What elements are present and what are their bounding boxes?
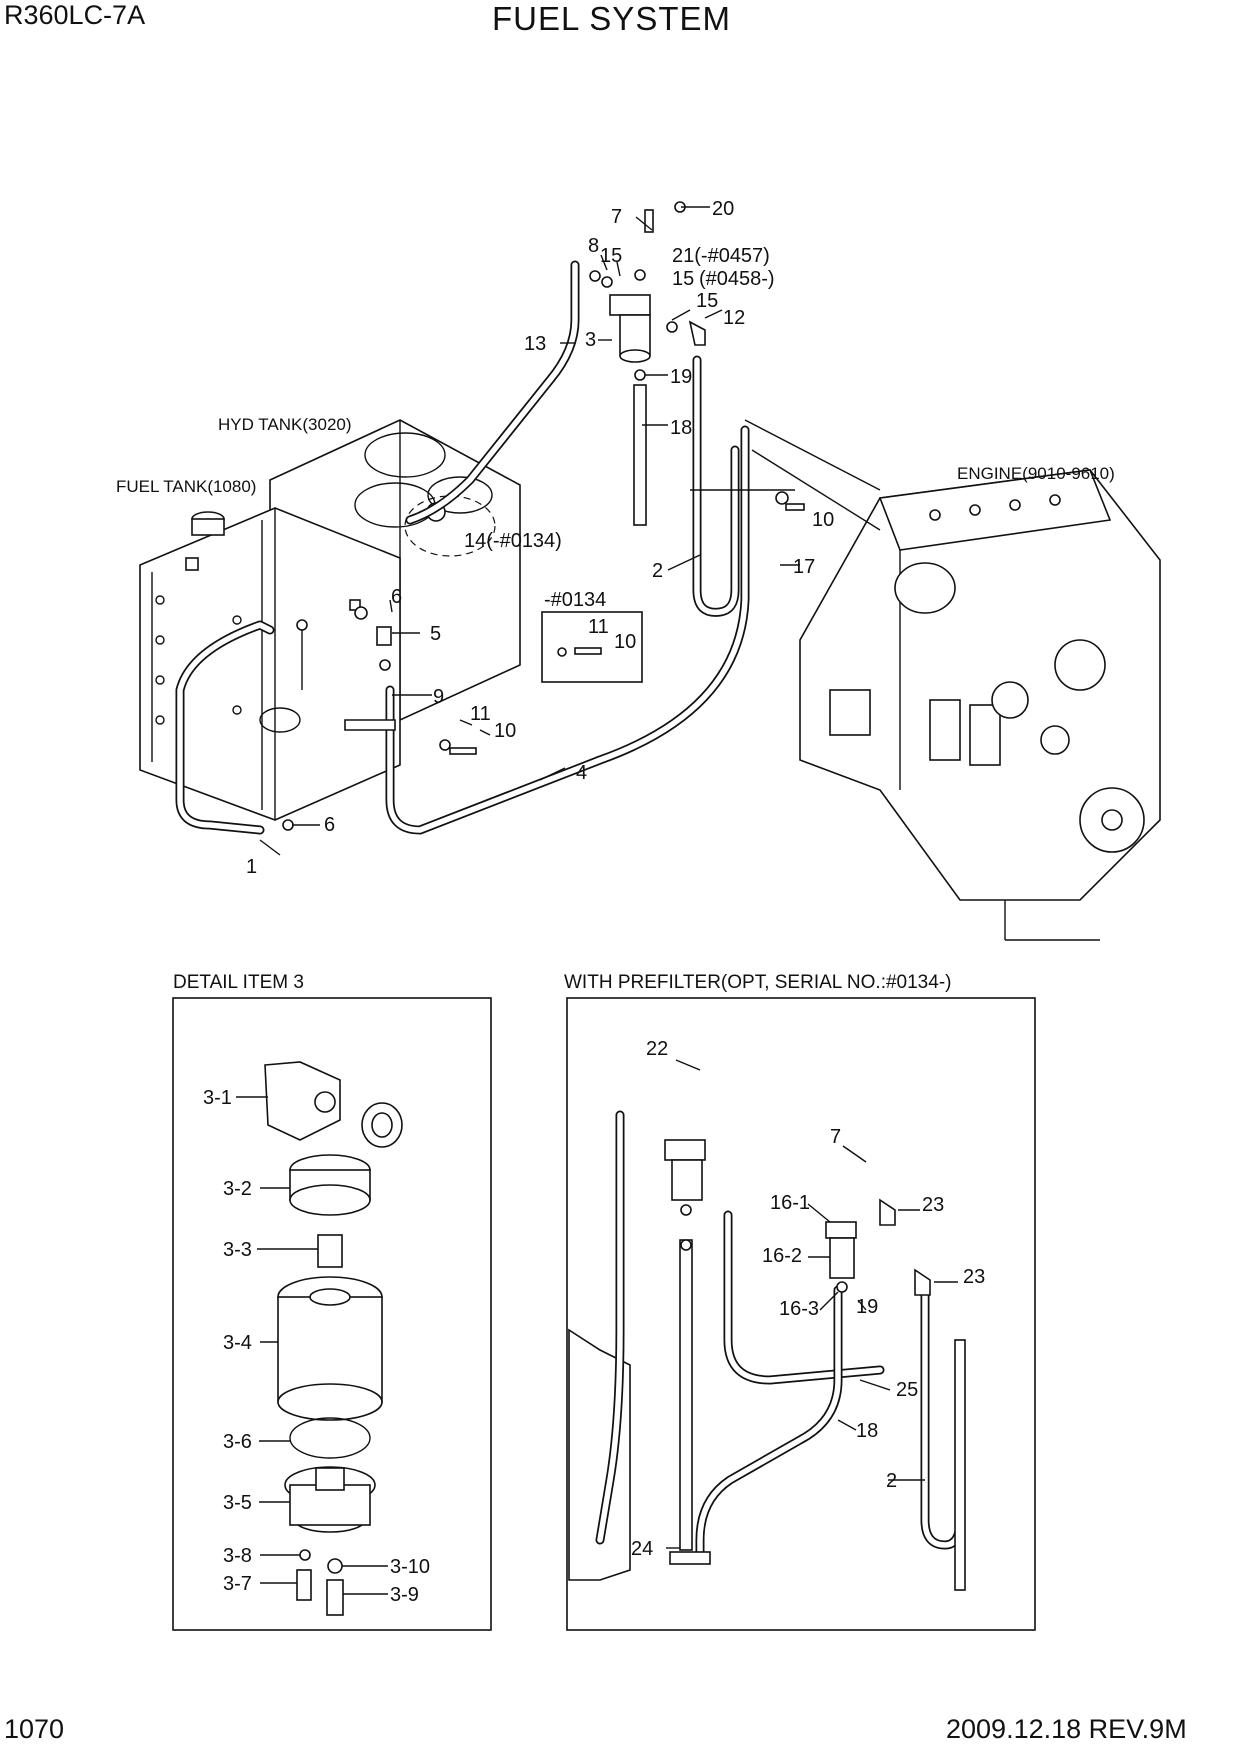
callout-1: 1: [246, 856, 257, 878]
hyd-tank-label: HYD TANK(3020): [218, 415, 352, 434]
callout-3-2: 3-2: [223, 1178, 252, 1200]
callout-24: 24: [631, 1538, 653, 1560]
callout-20: 20: [712, 198, 734, 220]
callout-11: 11: [470, 703, 491, 725]
callout-3-7: 3-7: [223, 1573, 252, 1595]
callout-3-3: 3-3: [223, 1239, 252, 1261]
callout-9: 9: [433, 686, 444, 708]
callout-21: 21(-#0457): [672, 245, 770, 267]
callout-4: 4: [576, 762, 587, 784]
callout-18: 18: [856, 1420, 878, 1442]
callout-6: 6: [324, 814, 335, 836]
callout-15: 15: [672, 268, 694, 290]
engine-label: ENGINE(9010-9610): [957, 464, 1115, 483]
model-number: R360LC-7A: [4, 0, 146, 30]
detail-item3-view: DETAIL ITEM 3: [172, 972, 492, 1631]
callout-3-6: 3-6: [223, 1431, 252, 1453]
leader-lines: [259, 206, 800, 856]
fuel-tank: [139, 507, 401, 821]
callout-10: 10: [614, 631, 636, 653]
callout-3: 3: [585, 329, 596, 351]
callout-23: 23: [922, 1194, 944, 1216]
callout-3-5: 3-5: [223, 1492, 252, 1514]
callout-2: 2: [886, 1470, 897, 1492]
callout-25: 25: [896, 1379, 918, 1401]
prefilter-view: WITH PREFILTER(OPT, SERIAL NO.:#0134-): [564, 972, 1036, 1631]
callout-6: 6: [391, 586, 402, 608]
callout-16-3: 16-3: [779, 1298, 819, 1320]
prefilter-caption: WITH PREFILTER(OPT, SERIAL NO.:#0134-): [564, 972, 951, 993]
callout-3-9: 3-9: [390, 1584, 419, 1606]
detail-circle-14: [404, 495, 496, 557]
fuel-tank-label: FUEL TANK(1080): [116, 477, 256, 496]
callout-2: 2: [652, 560, 663, 582]
callout-15: 15: [696, 290, 718, 312]
callout-7: 7: [830, 1126, 841, 1148]
fuel-filter-item3: [589, 201, 706, 381]
main-exploded-view: HYD TANK(3020) FUEL TANK(1080) ENGINE(90…: [116, 198, 1161, 941]
callout-14: 14(-#0134): [464, 530, 562, 552]
callout-12: 12: [723, 307, 745, 329]
engine: [799, 469, 1161, 941]
callout-3-10: 3-10: [390, 1556, 430, 1578]
detail-item3-frame: [172, 997, 492, 1631]
callout-10: 10: [812, 509, 834, 531]
callout-3-8: 3-8: [223, 1545, 252, 1567]
callout-16-2: 16-2: [762, 1245, 802, 1267]
callout-13: 13: [524, 333, 546, 355]
prefilter-frame: [566, 997, 1036, 1631]
page-title: FUEL SYSTEM: [492, 0, 731, 37]
prefilter-leaders: [666, 1059, 958, 1549]
callout-17: 17: [793, 556, 815, 578]
callout-0134-note: -#0134: [544, 589, 606, 611]
callout-16-1: 16-1: [770, 1192, 810, 1214]
callout-7: 7: [611, 206, 622, 228]
fuel-pipes: [175, 260, 881, 835]
callout-10: 10: [494, 720, 516, 742]
callout-19: 19: [856, 1296, 878, 1318]
callout-3-1: 3-1: [203, 1087, 232, 1109]
callout-5: 5: [430, 623, 441, 645]
callout-19: 19: [670, 366, 692, 388]
revision-date: 2009.12.18 REV.9M: [946, 1714, 1187, 1744]
callout-15: 15: [600, 245, 622, 267]
callout-0458-note: (#0458-): [699, 268, 775, 290]
detail-leaders: [236, 1096, 388, 1595]
callout-8: 8: [588, 235, 599, 257]
filter-parts: [264, 1061, 403, 1616]
callout-18: 18: [670, 417, 692, 439]
callout-3-4: 3-4: [223, 1332, 252, 1354]
fittings: [282, 491, 805, 831]
callout-23: 23: [963, 1266, 985, 1288]
callout-22: 22: [646, 1038, 668, 1060]
inset-box-0134: [541, 611, 643, 683]
detail-item3-caption: DETAIL ITEM 3: [173, 972, 304, 993]
page-number: 1070: [4, 1714, 65, 1744]
prefilter-parts: [568, 1110, 966, 1591]
callout-11: 11: [588, 616, 609, 638]
